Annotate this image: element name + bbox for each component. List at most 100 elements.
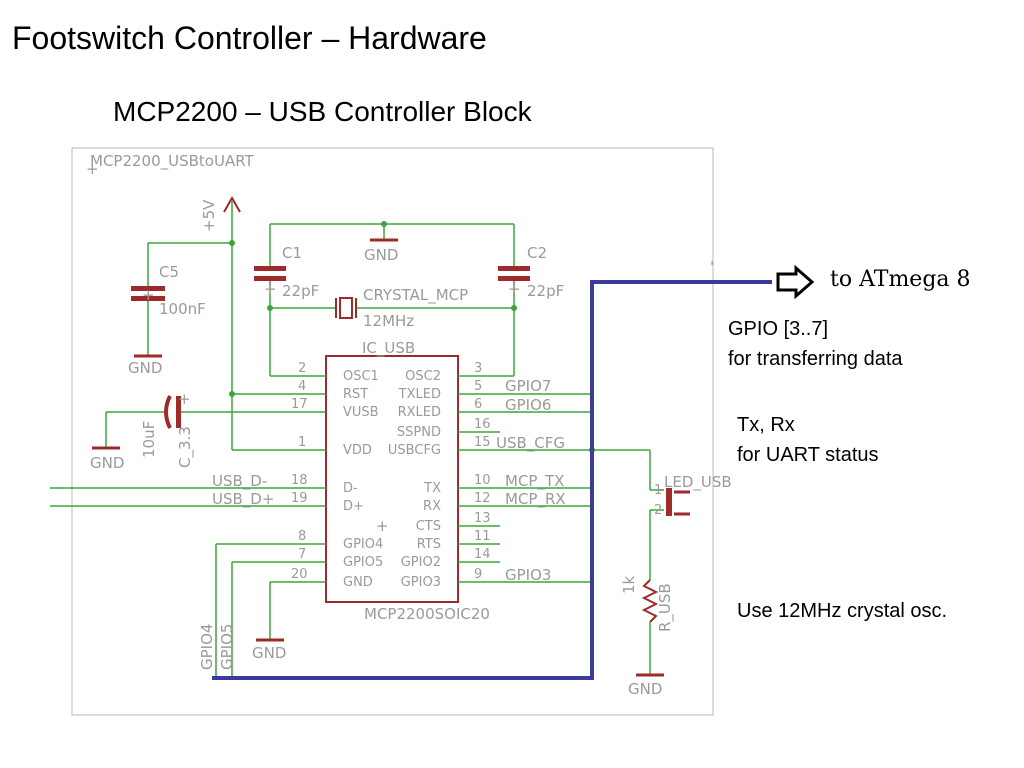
- led-symbol: [666, 488, 672, 516]
- c33-ground-label: GND: [90, 454, 124, 472]
- slide-title: Footswitch Controller – Hardware: [12, 20, 487, 56]
- c1-name: C1: [282, 244, 302, 262]
- c5-value: 100nF: [159, 300, 206, 318]
- junction-dot: [267, 305, 273, 311]
- pin-name-left: VUSB: [343, 405, 379, 420]
- pin-name-right: OSC2: [405, 369, 441, 384]
- pin-name-right: GPIO3: [401, 575, 441, 590]
- slide-subtitle: MCP2200 – USB Controller Block: [113, 96, 532, 127]
- pin-num-right: 13: [474, 511, 491, 526]
- ic-name: IC_USB: [362, 339, 415, 358]
- c2-name: C2: [527, 244, 547, 262]
- supply-label: +5V: [200, 199, 218, 232]
- pin-num-left: 19: [291, 491, 308, 506]
- net-label-gpio6: GPIO6: [505, 396, 551, 414]
- led-name: LED_USB: [664, 473, 732, 492]
- gpio-bus: [212, 280, 772, 680]
- resistor-value: 1k: [620, 575, 638, 594]
- junction-dot: [229, 240, 235, 246]
- led-pin2: 2: [654, 503, 662, 518]
- net-label-usb-dm: USB_D-: [212, 472, 267, 491]
- pin-num-right: 11: [474, 529, 491, 544]
- bus-label-tick: ': [710, 258, 714, 276]
- pin-num-right: 9: [474, 567, 482, 582]
- crystal-note: Use 12MHz crystal osc.: [737, 596, 947, 626]
- frame-label: MCP2200_USBtoUART: [90, 152, 255, 171]
- arrow-right-icon: [776, 264, 815, 300]
- ic-left-pins: [50, 375, 326, 583]
- net-label-mcp-rx: MCP_RX: [505, 490, 566, 509]
- pin-num-left: 18: [291, 473, 308, 488]
- pin-num-left: 17: [291, 397, 308, 412]
- frame-origin-marker: +: [86, 160, 99, 178]
- gpio-note-line1: GPIO [3..7]: [728, 318, 829, 340]
- crystal-symbol: [339, 297, 353, 319]
- gpio-note-line2: for transferring data: [728, 348, 903, 370]
- pin-num-right: 16: [474, 417, 491, 432]
- net-label-mcp-tx: MCP_TX: [505, 472, 564, 491]
- pin-num-right: 6: [474, 397, 482, 412]
- c33-plate: [164, 395, 172, 429]
- pin-name-left: D+: [343, 499, 364, 514]
- pin-num-left: 20: [291, 567, 308, 582]
- c1-plate: [254, 266, 286, 271]
- net-label-usb-cfg: USB_CFG: [496, 434, 565, 453]
- pin-name-left: GPIO5: [343, 555, 383, 570]
- pin-name-left: D-: [343, 481, 358, 496]
- pin-num-right: 3: [474, 361, 482, 376]
- pin-name-right: USBCFG: [388, 443, 441, 458]
- pin-num-right: 5: [474, 379, 482, 394]
- pin-num-left: 1: [298, 435, 306, 450]
- net-label-gpio3: GPIO3: [505, 566, 551, 584]
- c2-plate: [498, 266, 530, 271]
- crystal-note-line: Use 12MHz crystal osc.: [737, 600, 948, 622]
- c1-value: 22pF: [282, 282, 319, 300]
- c5-name: C5: [159, 263, 179, 281]
- pin-num-right: 10: [474, 473, 491, 488]
- pin-num-right: 15: [474, 435, 491, 450]
- pin-num-left: 8: [298, 529, 306, 544]
- schematic-frame: [71, 147, 714, 716]
- supply-symbol: [223, 195, 241, 213]
- c33-name: C_3.3: [176, 426, 195, 468]
- pin-name-right: CTS: [416, 519, 441, 534]
- gpio-note: GPIO [3..7] for transferring data: [728, 314, 903, 374]
- arrow-label: to ATmega 8: [830, 267, 971, 292]
- c5-plate: [131, 296, 165, 301]
- txrx-note: Tx, Rx for UART status: [737, 410, 879, 470]
- pin-name-right: GPIO2: [401, 555, 441, 570]
- c33-value: 10uF: [140, 421, 158, 458]
- pin-name-right: TXLED: [398, 387, 441, 402]
- pin-name-left: RST: [343, 387, 368, 402]
- net-label-gpio5: GPIO5: [218, 624, 236, 670]
- ic-part: MCP2200SOIC20: [364, 605, 490, 623]
- c2-plus-marker: +: [508, 280, 521, 298]
- c33-plus-marker: +: [178, 390, 191, 408]
- net-label-gpio7: GPIO7: [505, 377, 551, 395]
- resistor-symbol: [641, 579, 659, 623]
- txrx-note-line1: Tx, Rx: [737, 414, 795, 436]
- ic-body: [325, 355, 459, 603]
- pin-name-left: GND: [343, 575, 373, 590]
- pin-num-right: 12: [474, 491, 491, 506]
- pin-name-left: VDD: [343, 443, 372, 458]
- c2-value: 22pF: [527, 282, 564, 300]
- c5-plus-marker: +: [142, 286, 155, 304]
- c5-plate: [131, 286, 165, 291]
- c5-ground-label: GND: [128, 359, 162, 377]
- pin-name-right: RXLED: [398, 405, 441, 420]
- pin-num-right: 14: [474, 547, 491, 562]
- txrx-note-line2: for UART status: [737, 444, 879, 466]
- c1-plate: [254, 276, 286, 281]
- ic-center-marker: +: [376, 517, 389, 535]
- ic-right-pins: [458, 375, 650, 583]
- pin-name-left: GPIO4: [343, 537, 383, 552]
- net-label-usb-dp: USB_D+: [212, 490, 274, 509]
- pin-name-right: TX: [423, 481, 441, 496]
- pin-name-right: RX: [423, 499, 441, 514]
- c33-plate: [176, 396, 181, 428]
- crystal-name: CRYSTAL_MCP: [363, 286, 468, 305]
- net-label-gpio4: GPIO4: [198, 624, 216, 670]
- crystal-ground-label: GND: [364, 246, 398, 264]
